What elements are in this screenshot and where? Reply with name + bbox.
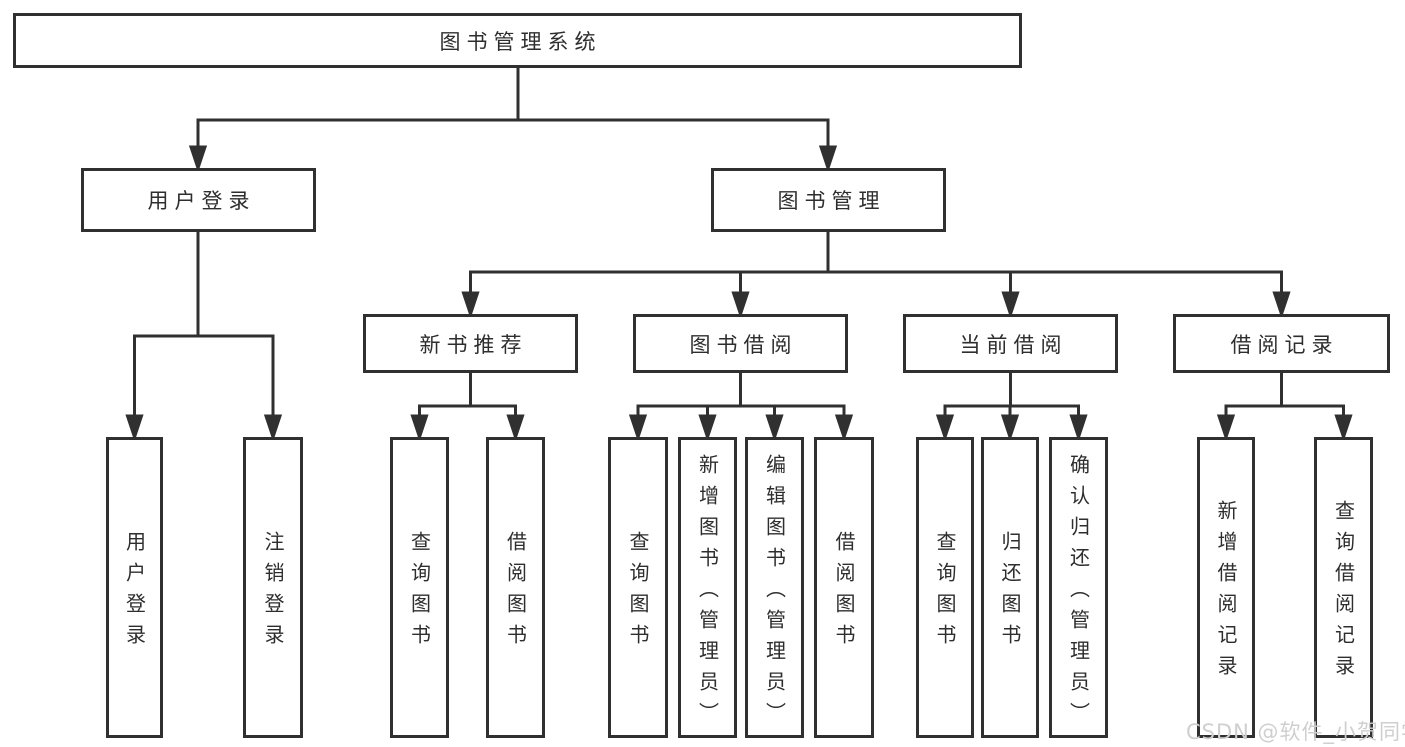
- leaf-label: 查询借阅记录: [1331, 500, 1356, 686]
- leaf-label: 新增图书（管理员）: [695, 453, 720, 733]
- node-current-borrowing: 当前借阅: [903, 314, 1118, 373]
- leaf-label: 确认归还（管理员）: [1066, 453, 1091, 733]
- leaf-current-return-books: 归还图书: [981, 437, 1039, 738]
- leaf-borrow-edit-book-admin: 编辑图书（管理员）: [745, 437, 804, 738]
- leaf-label: 新增借阅记录: [1214, 500, 1238, 686]
- leaf-label: 注销登录: [261, 531, 285, 655]
- leaf-logout: 注销登录: [243, 437, 303, 738]
- leaf-label: 借阅图书: [503, 531, 528, 655]
- leaf-label: 归还图书: [998, 531, 1022, 655]
- leaf-label: 用户登录: [122, 531, 147, 655]
- leaf-newbook-query-books: 查询图书: [390, 437, 449, 738]
- leaf-label: 查询图书: [407, 531, 432, 655]
- leaf-borrow-query-books: 查询图书: [608, 437, 668, 738]
- leaf-borrow-add-book-admin: 新增图书（管理员）: [678, 437, 737, 738]
- node-new-book-recommendation: 新书推荐: [363, 314, 578, 373]
- node-user-login: 用户登录: [81, 168, 316, 232]
- leaf-label: 查询图书: [626, 531, 650, 655]
- node-book-management: 图书管理: [711, 168, 946, 232]
- node-borrowing-records: 借阅记录: [1173, 314, 1390, 373]
- node-library-management-system: 图书管理系统: [13, 13, 1022, 68]
- leaf-user-login: 用户登录: [106, 437, 163, 738]
- leaf-borrow-borrow-books: 借阅图书: [814, 437, 874, 738]
- leaf-records-add-borrow-record: 新增借阅记录: [1197, 437, 1255, 738]
- leaf-label: 借阅图书: [832, 531, 856, 655]
- node-book-borrowing: 图书借阅: [633, 314, 848, 373]
- leaf-current-confirm-return-admin: 确认归还（管理员）: [1049, 437, 1108, 738]
- leaf-current-query-books: 查询图书: [916, 437, 974, 738]
- leaf-records-query-borrow-record: 查询借阅记录: [1314, 437, 1373, 738]
- leaf-label: 查询图书: [933, 531, 957, 655]
- leaf-newbook-borrow-books: 借阅图书: [486, 437, 545, 738]
- leaf-label: 编辑图书（管理员）: [762, 453, 787, 733]
